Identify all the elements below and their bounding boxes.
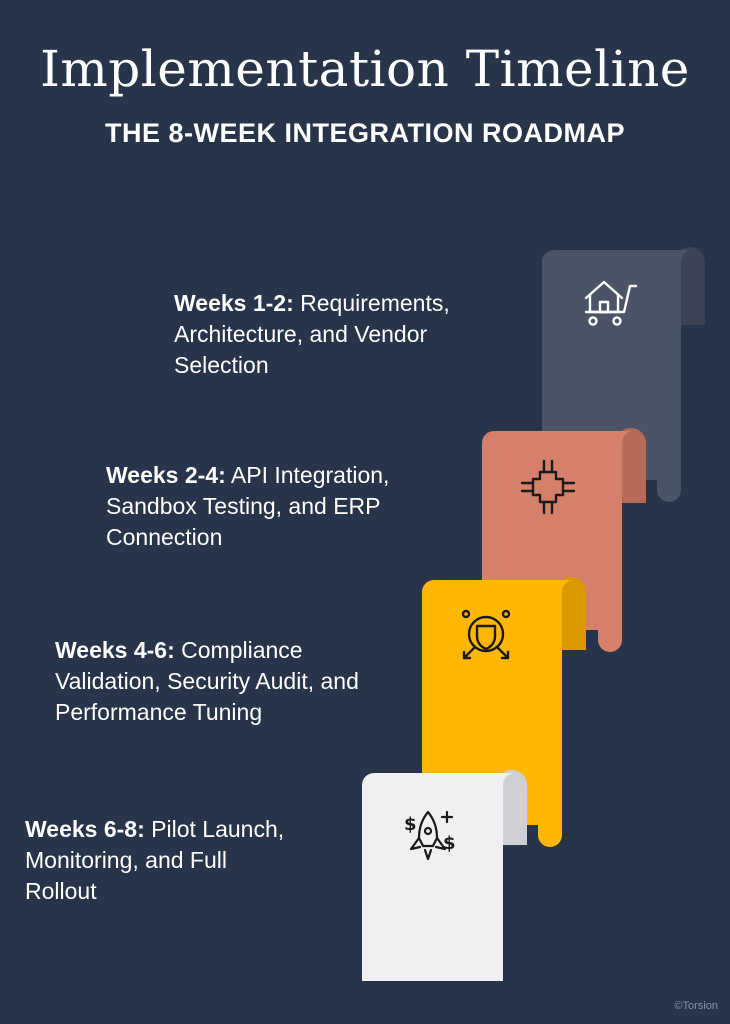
ribbon-body-4 bbox=[362, 773, 515, 981]
page-title: Implementation Timeline bbox=[40, 40, 690, 98]
rocket-money-icon: $ $ bbox=[404, 810, 456, 861]
step-3-text: Weeks 4-6: Compliance Validation, Securi… bbox=[55, 635, 395, 728]
ribbon-fold-3 bbox=[556, 577, 586, 650]
step-3-weeks: Weeks 4-6: bbox=[55, 637, 175, 663]
credit-text: ©Torsion bbox=[674, 1000, 718, 1012]
step-4-description: Pilot Launch, Monitoring, and Full Rollo… bbox=[25, 816, 285, 904]
ribbon-fold-1 bbox=[675, 247, 705, 325]
svg-text:$: $ bbox=[443, 833, 456, 854]
ribbon-fold-2 bbox=[616, 428, 646, 503]
step-2-weeks: Weeks 2-4: bbox=[106, 462, 226, 488]
shield-network-icon bbox=[461, 609, 511, 660]
step-4-weeks: Weeks 6-8: bbox=[25, 816, 145, 842]
step-2-text: Weeks 2-4: API Integration, Sandbox Test… bbox=[106, 460, 451, 553]
step-4-text: Weeks 6-8: Pilot Launch, Monitoring, and… bbox=[25, 814, 285, 907]
step-1-weeks: Weeks 1-2: bbox=[174, 290, 294, 316]
step-2-description: API Integration, Sandbox Testing, and ER… bbox=[106, 462, 390, 550]
ribbon-fold-4 bbox=[497, 770, 527, 845]
home-cart-icon bbox=[584, 280, 638, 326]
page-subtitle: THE 8-WEEK INTEGRATION ROADMAP bbox=[105, 118, 625, 148]
svg-text:$: $ bbox=[404, 814, 417, 835]
ribbon-step-4 bbox=[362, 770, 527, 981]
step-1-description: Requirements, Architecture, and Vendor S… bbox=[174, 290, 450, 378]
step-3-description: Compliance Validation, Security Audit, a… bbox=[55, 637, 359, 725]
step-1-text: Weeks 1-2: Requirements, Architecture, a… bbox=[174, 288, 514, 381]
chip-icon bbox=[520, 459, 576, 515]
